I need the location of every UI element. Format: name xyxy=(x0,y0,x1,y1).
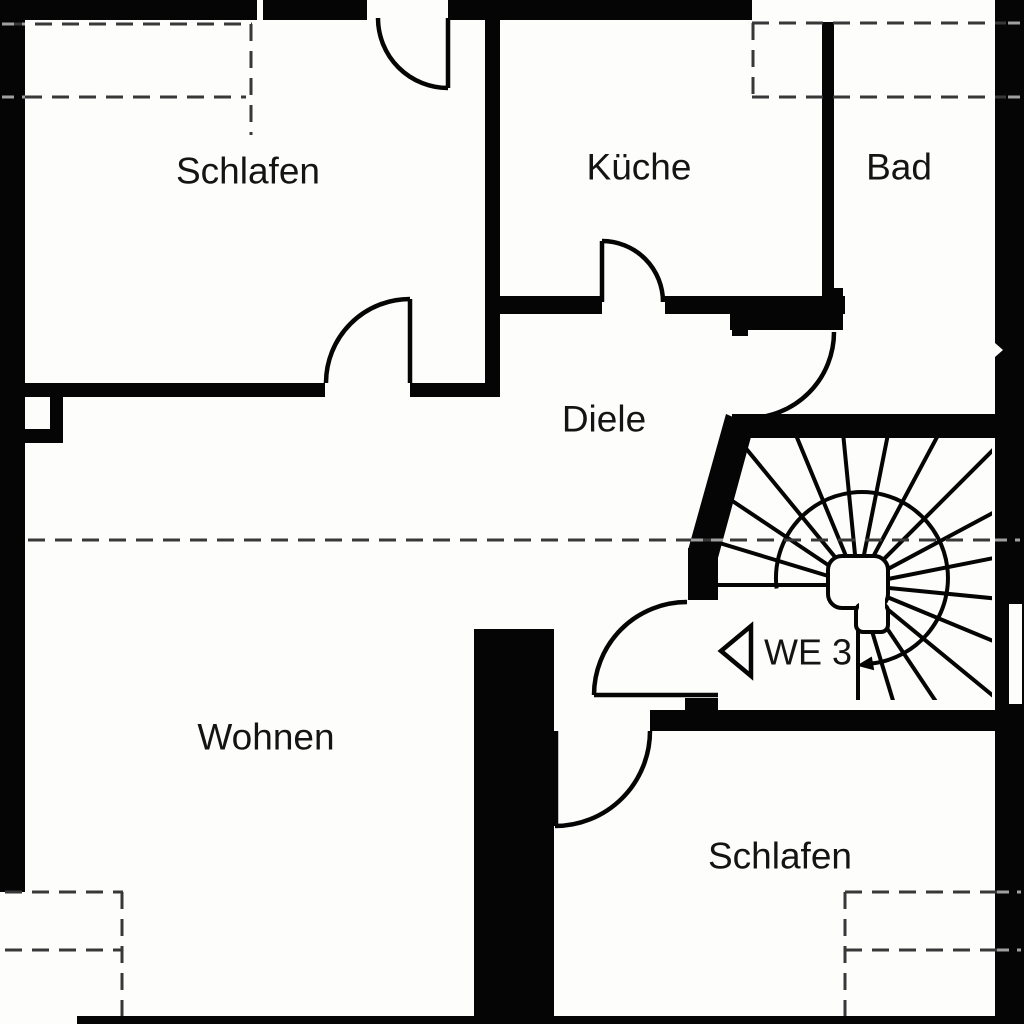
door-arc-bedroom-bottom xyxy=(553,730,653,829)
arrow-down-left-icon xyxy=(856,656,875,671)
room-label-bad: Bad xyxy=(866,147,932,188)
unit-label: WE 3 xyxy=(764,632,852,673)
room-label-diele: Diele xyxy=(562,399,646,440)
room-label-schlafen-top: Schlafen xyxy=(176,151,320,192)
stair-walk-line xyxy=(774,490,950,666)
door-arc-bedroom-left xyxy=(323,296,413,384)
stair-newel xyxy=(826,554,890,634)
door-arc-top xyxy=(375,17,451,91)
room-labels: Schlafen Küche Bad Diele Wohnen Schlafen… xyxy=(176,147,932,877)
room-label-wohnen: Wohnen xyxy=(197,717,334,758)
door-arc-kitchen xyxy=(599,238,666,303)
entrance-triangle-icon xyxy=(717,621,754,681)
door-arc-entrance xyxy=(591,599,718,698)
door-swings xyxy=(323,17,837,829)
stair-treads xyxy=(690,420,992,700)
door-arc-bath xyxy=(747,331,837,421)
roof-slope-dashed-lines-over-walls xyxy=(2,21,1022,952)
room-label-kueche: Küche xyxy=(587,147,692,188)
roof-slope-dashed-lines xyxy=(5,21,1007,1016)
spiral-staircase xyxy=(690,420,992,700)
wall-openings xyxy=(257,0,1022,704)
room-label-schlafen-bottom: Schlafen xyxy=(708,836,852,877)
